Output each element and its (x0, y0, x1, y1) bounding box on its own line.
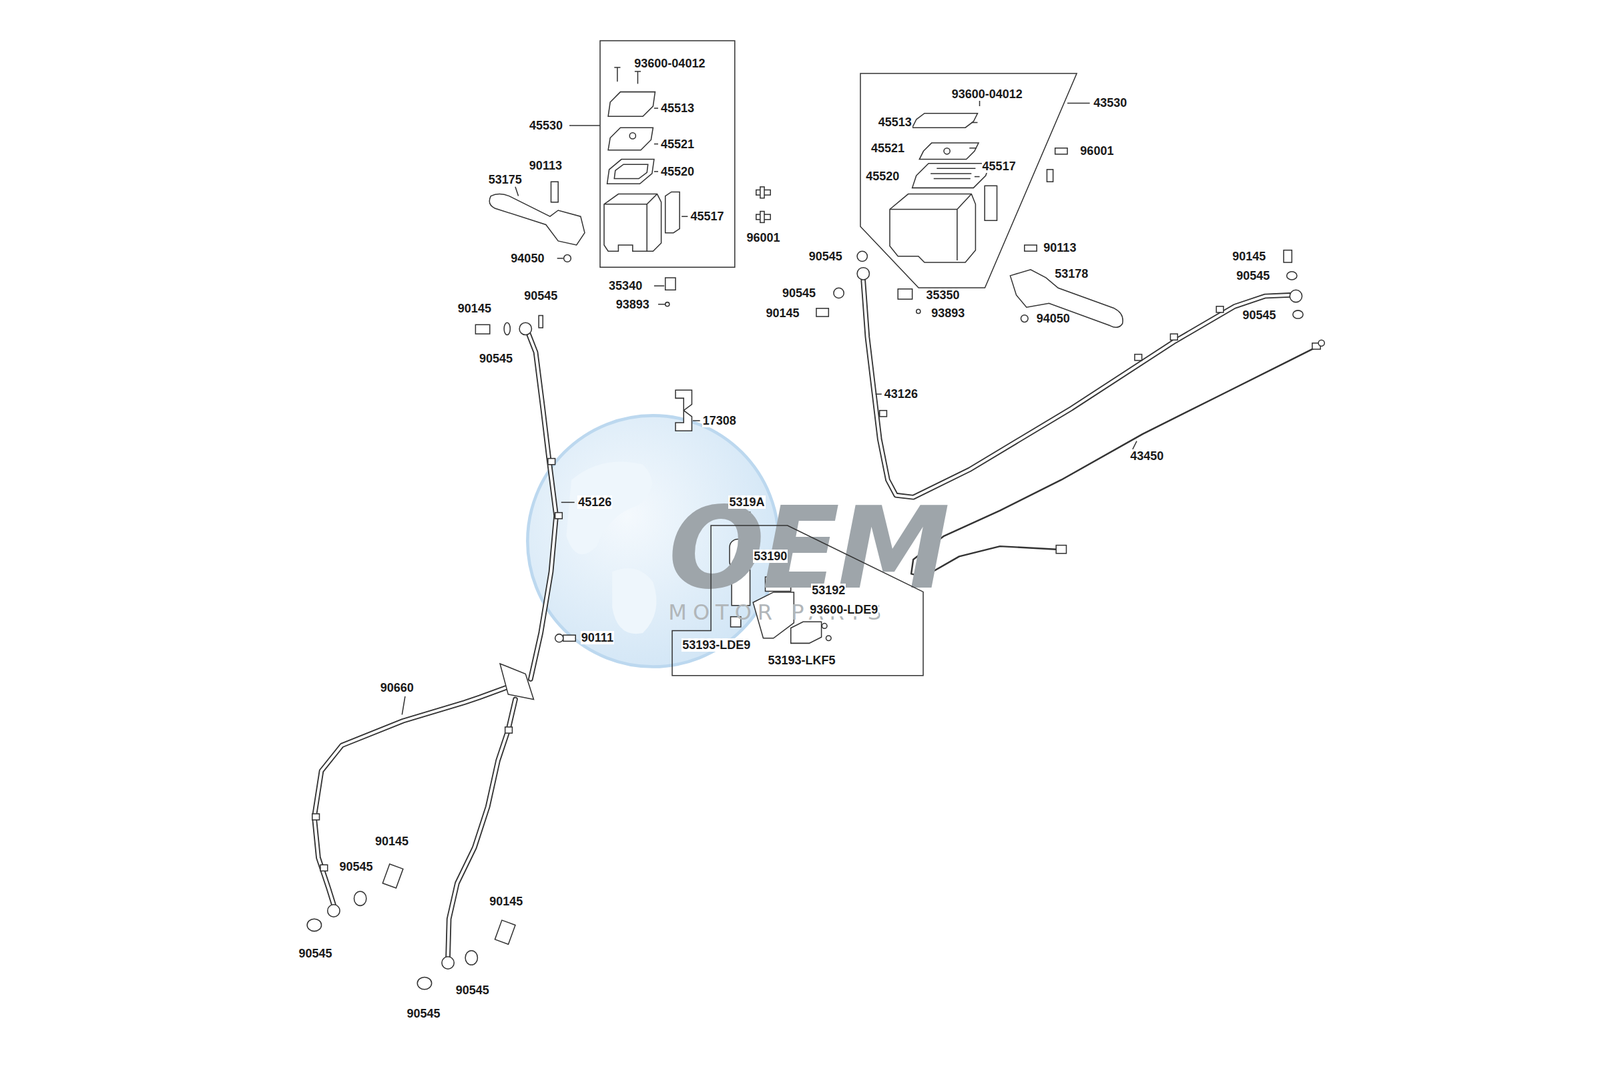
callout-number: 90145 (488, 894, 524, 908)
callout-number: 90545 (478, 351, 514, 366)
callout-number: 90545 (405, 1006, 441, 1020)
part-number: 53193-LDE9 (681, 638, 751, 652)
callout-number: 53178 (1053, 267, 1089, 281)
callout-number: 43450 (1129, 449, 1165, 463)
callout-number: 90545 (523, 289, 559, 303)
callout-number: 96001 (745, 230, 781, 245)
group-outline (600, 40, 735, 268)
group-number: 43530 (1092, 96, 1128, 110)
part-number: 93600-LDE9 (809, 602, 879, 617)
part-number: 45521 (660, 137, 695, 151)
part-number: 45520 (865, 169, 900, 183)
group-outline-shape (860, 73, 1077, 288)
callout-number: 96001 (1079, 144, 1115, 158)
part-number: 93600-04012 (951, 87, 1024, 101)
callout-number: 90545 (455, 983, 490, 997)
callout-number: 90545 (1241, 308, 1277, 322)
callout-number: 90545 (297, 946, 333, 960)
part-number: 45513 (877, 115, 913, 129)
callout-number: 90660 (379, 680, 415, 695)
callout-number: 90145 (1231, 249, 1267, 263)
callout-number: 90545 (781, 286, 817, 300)
parts (307, 67, 1325, 990)
group-outline-shape (672, 525, 924, 676)
group-outline-shape (600, 40, 735, 268)
callout-number: 17308 (702, 413, 737, 428)
callout-number: 90145 (457, 301, 492, 316)
part-number: 45520 (660, 164, 695, 179)
callout-number: 90111 (580, 630, 615, 645)
callout-number: 35350 (925, 288, 961, 302)
callout-number: 35340 (608, 279, 643, 293)
part-number: 53190 (752, 549, 788, 563)
part-number: 45517 (981, 159, 1017, 173)
callout-number: 90545 (1235, 269, 1271, 283)
callout-number: 93893 (930, 306, 966, 320)
group-number: 5319A (728, 495, 765, 509)
part-number: 53193-LKF5 (767, 653, 837, 667)
watermark-text: OEM (668, 487, 948, 609)
callout-number: 90113 (1042, 240, 1077, 255)
callout-number: 94050 (1035, 311, 1071, 326)
part-number: 53192 (811, 583, 846, 597)
parts-group-box: 4553093600-0401245513455214552045517 (600, 40, 735, 268)
callout-number: 90145 (374, 834, 410, 848)
callout-number: 90545 (339, 859, 374, 874)
part-number: 45513 (660, 101, 695, 115)
parts-group-box: 5319A531905319293600-LDE953193-LDE953193… (672, 525, 924, 676)
callout-number: 43126 (883, 387, 919, 401)
callout-number: 90145 (765, 306, 801, 320)
part-number: 93600-04012 (633, 56, 706, 71)
callout-number: 93893 (615, 297, 651, 312)
leader-lines (401, 102, 1137, 715)
parts-group-box: 4353093600-0401245513455214552045517 (860, 73, 1077, 288)
part-number: 45517 (689, 209, 725, 223)
callout-number: 90545 (808, 249, 844, 263)
callout-number: 45126 (577, 495, 613, 509)
callout-number: 94050 (509, 251, 545, 265)
group-number: 45530 (528, 118, 564, 133)
callout-number: 53175 (487, 172, 523, 187)
hoses (314, 281, 1317, 957)
part-number: 45521 (870, 141, 906, 155)
callout-number: 90113 (528, 158, 563, 173)
